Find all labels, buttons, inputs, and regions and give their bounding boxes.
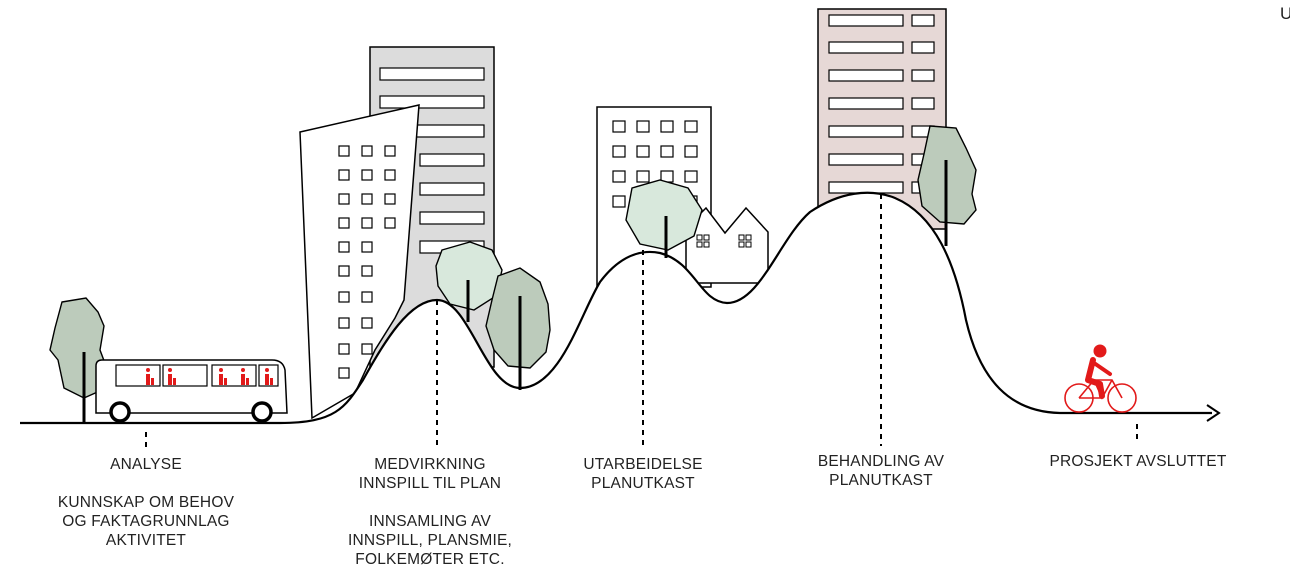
arrow-head-icon	[1206, 404, 1221, 422]
tree-icon	[435, 241, 503, 322]
stage-description: INNSPILL, PLANSMIE,	[347, 532, 513, 549]
stage-description: KUNNSKAP OM BEHOV	[57, 494, 235, 511]
tree-icon	[49, 297, 107, 423]
slanted-tower-building-icon	[299, 104, 420, 420]
stage-title: BEHANDLING AV	[817, 453, 945, 470]
stage-title: PROSJEKT AVSLUTTET	[1049, 453, 1227, 470]
cropped-edge-text: U	[1280, 4, 1290, 23]
stage-title: PLANUTKAST	[591, 475, 695, 492]
stage-markers	[145, 194, 1138, 448]
stage-title: INNSPILL TIL PLAN	[358, 475, 502, 492]
stage-label-analyse: ANALYSE KUNNSKAP OM BEHOV OG FAKTAGRUNNL…	[58, 455, 234, 550]
tree-icon	[625, 179, 703, 258]
stage-description: INNSAMLING AV	[368, 513, 492, 530]
bus-icon	[95, 359, 288, 423]
cyclist-icon	[1064, 344, 1137, 413]
process-line	[20, 191, 1212, 425]
stage-title: ANALYSE	[110, 456, 182, 473]
hill-landscape	[20, 192, 1200, 576]
stage-description: FOLKEMØTER ETC.	[355, 551, 505, 568]
stage-description: AKTIVITET	[105, 532, 187, 549]
stage-description: OG FAKTAGRUNNLAG	[62, 513, 230, 530]
stage-label-medvirkning: MEDVIRKNING INNSPILL TIL PLAN INNSAMLING…	[348, 455, 512, 569]
stage-title: PLANUTKAST	[829, 472, 933, 489]
stage-label-behandling: BEHANDLING AV PLANUTKAST	[818, 452, 944, 490]
stage-title: MEDVIRKNING	[374, 456, 486, 473]
stage-label-utarbeidelse: UTARBEIDELSE PLANUTKAST	[583, 455, 702, 493]
tree-icon	[485, 267, 551, 390]
stage-title: UTARBEIDELSE	[583, 456, 703, 473]
tree-icon	[917, 125, 977, 246]
stage-label-prosjekt-avsluttet: PROSJEKT AVSLUTTET	[1049, 452, 1226, 471]
